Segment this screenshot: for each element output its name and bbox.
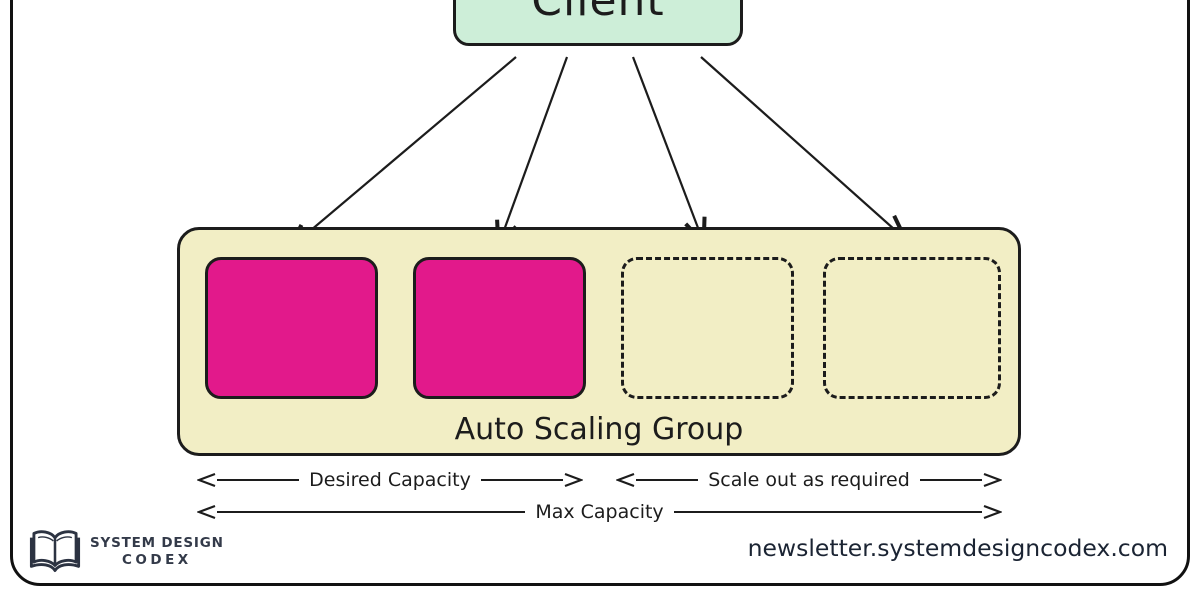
annotation-line [636, 478, 699, 482]
brand-text: SYSTEM DESIGN CODEX [90, 535, 224, 569]
annotation-line [217, 478, 300, 482]
max-capacity-label: Max Capacity [535, 501, 664, 523]
brand-name-bottom: CODEX [122, 552, 192, 568]
max-capacity-annotation: Max Capacity [197, 500, 1003, 524]
instance-2-running [413, 257, 586, 399]
instance-4-standby [823, 257, 1001, 399]
client-node: Client [453, 0, 743, 46]
arrowhead-right-icon [564, 472, 583, 488]
open-book-icon [29, 530, 81, 572]
desired-capacity-annotation: Desired Capacity [197, 468, 583, 492]
desired-capacity-label: Desired Capacity [309, 469, 471, 491]
brand-name-top: SYSTEM DESIGN [90, 535, 224, 552]
arrowhead-right-icon [983, 504, 1003, 520]
annotation-line [919, 478, 983, 482]
brand-logo: SYSTEM DESIGN CODEX [28, 527, 224, 577]
auto-scaling-group: Auto Scaling Group [177, 227, 1021, 456]
annotation-line [480, 478, 563, 482]
annotation-line [673, 510, 983, 514]
diagram-outer-frame [10, 0, 1190, 586]
arrowhead-right-icon [983, 472, 1003, 488]
scale-out-label: Scale out as required [708, 469, 910, 491]
newsletter-url: newsletter.systemdesigncodex.com [747, 534, 1168, 562]
arrowhead-left-icon [616, 472, 635, 488]
annotation-line [217, 510, 526, 514]
arrowhead-left-icon [197, 504, 216, 520]
client-label: Client [531, 0, 665, 26]
instance-3-standby [621, 257, 794, 399]
scale-out-annotation: Scale out as required [616, 468, 1003, 492]
auto-scaling-group-label: Auto Scaling Group [454, 412, 744, 447]
instance-1-running [205, 257, 378, 399]
arrowhead-left-icon [197, 472, 216, 488]
